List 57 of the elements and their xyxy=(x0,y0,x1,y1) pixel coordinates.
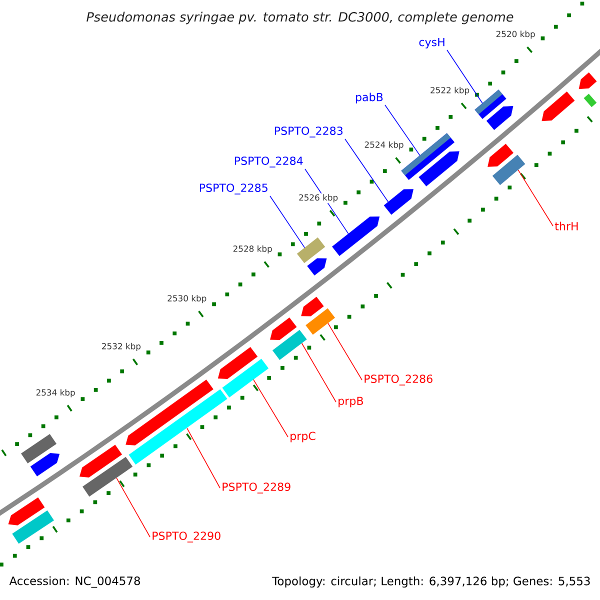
gene-box xyxy=(128,389,228,465)
gene-box xyxy=(12,510,54,544)
leader-line xyxy=(344,138,389,202)
gene-box xyxy=(272,330,307,360)
gene-feature xyxy=(418,151,460,186)
gene-feature xyxy=(488,144,514,167)
gene-label: cysH xyxy=(419,38,444,48)
gene-box xyxy=(584,94,597,108)
gene-label: PSPTO_2286 xyxy=(364,374,432,386)
gene-label: pabB xyxy=(356,92,383,104)
gene-box xyxy=(306,308,336,335)
scale-label: 2528 kbp xyxy=(232,244,274,254)
genome-info: Topology: circular; Length: 6,397,126 bp; Genes: 5,553 xyxy=(272,576,590,588)
gene-feature xyxy=(332,216,380,256)
scale-label: 2530 kbp xyxy=(166,294,208,304)
gene-label: PSPTO_2283 xyxy=(274,126,342,138)
title: Pseudomonas syringae pv. tomato str. DC3000, complete genome xyxy=(86,12,514,24)
accession-label: Accession: NC_004578 xyxy=(9,576,140,588)
leader-line xyxy=(328,322,362,380)
gene-feature xyxy=(384,189,414,215)
gene-feature xyxy=(80,444,122,478)
scale-label: 2532 kbp xyxy=(100,342,142,352)
scale-label: 2522 kbp xyxy=(429,86,470,96)
leader-line xyxy=(116,478,150,538)
gene-feature xyxy=(270,317,297,340)
gene-box xyxy=(296,237,326,264)
leader-line xyxy=(186,428,220,488)
gene-label: thrH xyxy=(554,222,578,230)
gene-label: PSPTO_2290 xyxy=(152,532,220,542)
scale-label: 2520 kbp xyxy=(495,30,536,40)
gene-box xyxy=(222,358,269,398)
gene-box xyxy=(492,154,526,186)
leader-line xyxy=(301,342,336,402)
leader-line xyxy=(253,379,288,438)
gene-box xyxy=(82,456,133,497)
gene-label: PSPTO_2285 xyxy=(200,184,268,194)
gene-label: PSPTO_2289 xyxy=(222,482,290,494)
gene-feature xyxy=(307,258,327,276)
gene-label: prpC xyxy=(290,432,316,442)
gene-feature xyxy=(578,72,597,90)
gene-feature xyxy=(301,296,324,316)
gene-label: PSPTO_2284 xyxy=(234,156,303,168)
leader-line xyxy=(270,196,306,248)
gene-feature xyxy=(126,380,214,446)
leader-line xyxy=(446,50,483,104)
leader-line xyxy=(518,170,554,226)
gene-box xyxy=(21,434,57,464)
scale-label: 2534 kbp xyxy=(34,388,76,398)
gene-label: prpB xyxy=(338,396,363,408)
gene-feature xyxy=(542,92,575,122)
leader-line xyxy=(384,104,420,156)
gene-feature xyxy=(30,453,60,476)
scale-label: 2524 kbp xyxy=(363,140,405,150)
gene-feature xyxy=(8,497,45,526)
gene-feature xyxy=(486,106,514,130)
scale-label: 2526 kbp xyxy=(298,193,339,204)
gene-feature xyxy=(218,346,258,379)
